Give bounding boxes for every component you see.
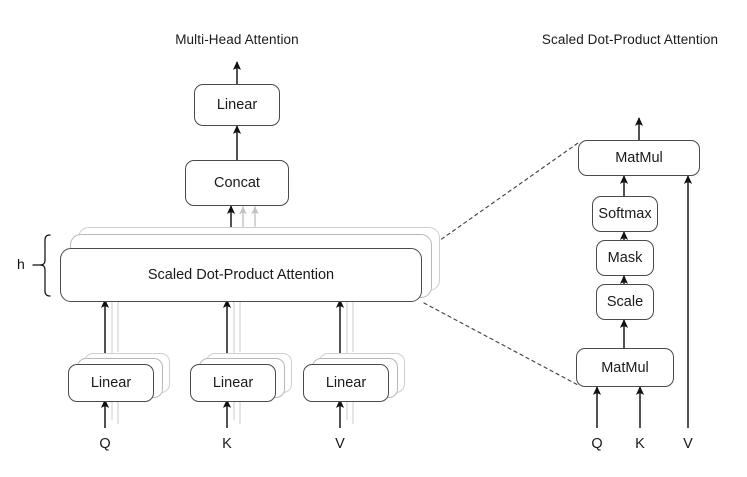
head-count-label: h [17,256,25,272]
node-label: Linear [216,97,258,113]
node-mask[interactable]: Mask [596,240,654,276]
panel-title-multi-head: Multi-Head Attention [175,32,299,47]
node-label: Scale [606,294,644,310]
node-label: Concat [214,175,260,191]
node-scaled-dot-product-attention[interactable]: Scaled Dot-Product Attention [60,248,422,302]
h-brace [32,234,51,297]
node-label: Scaled Dot-Product Attention [147,267,335,283]
node-matmul-bottom[interactable]: MatMul [576,348,674,387]
node-linear-output[interactable]: Linear [194,84,280,126]
node-scale[interactable]: Scale [596,284,654,320]
node-label: Mask [607,250,643,266]
expansion-dashed-lines [423,142,579,386]
node-label: Linear [325,375,367,391]
node-concat[interactable]: Concat [185,160,289,206]
node-linear-k[interactable]: Linear [190,364,276,402]
node-softmax[interactable]: Softmax [592,196,658,232]
input-label-q-sdp: Q [591,436,603,452]
node-label: Linear [212,375,254,391]
node-linear-q[interactable]: Linear [68,364,154,402]
input-label-v-sdp: V [683,436,693,452]
input-label-v-multihead: V [335,436,345,452]
node-label: Linear [90,375,132,391]
node-matmul-top[interactable]: MatMul [578,140,700,176]
input-label-q-multihead: Q [99,436,111,452]
node-linear-v[interactable]: Linear [303,364,389,402]
node-label: MatMul [601,359,649,376]
panel-title-scaled-dot-product: Scaled Dot-Product Attention [541,32,719,47]
input-label-k-sdp: K [635,436,645,452]
node-label: Softmax [598,206,652,222]
node-label: MatMul [615,150,663,166]
input-label-k-multihead: K [222,436,232,452]
